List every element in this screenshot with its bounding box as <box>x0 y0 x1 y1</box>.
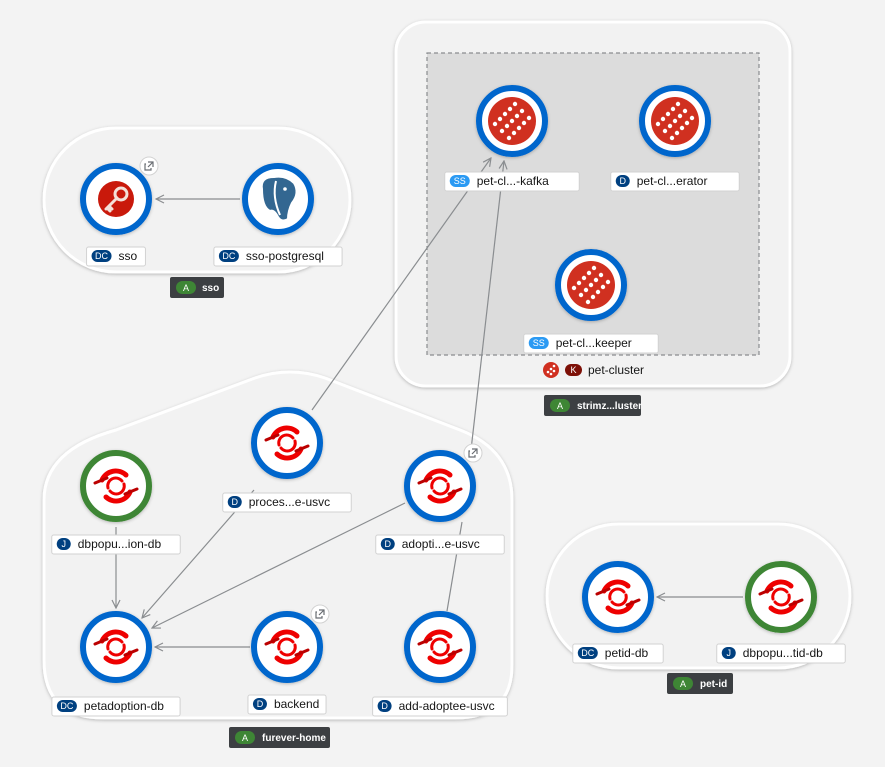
node-zookeeper[interactable]: SS pet-cl...keeper <box>523 249 659 354</box>
open-url-icon[interactable] <box>310 604 330 624</box>
node-kind-badge: J <box>727 648 732 658</box>
app-name: strimz...luster <box>577 401 642 412</box>
app-name: furever-home <box>262 733 326 744</box>
kafka-icon <box>567 261 615 309</box>
openshift-icon <box>93 629 139 665</box>
open-url-icon[interactable] <box>139 156 159 176</box>
node-kind-badge: D <box>385 539 392 549</box>
edge-adopt-to-kafka[interactable] <box>470 161 504 451</box>
node-name: pet-cl...erator <box>637 174 708 188</box>
openshift-icon <box>93 468 139 504</box>
app-badge: A <box>183 283 189 293</box>
postgresql-elephant-icon <box>260 175 298 222</box>
node-petadoption-db[interactable]: DC petadoption-db <box>51 611 181 717</box>
node-label[interactable]: DC sso <box>86 246 146 267</box>
openshift-icon <box>595 579 641 615</box>
app-name: sso <box>202 283 219 294</box>
node-label[interactable]: DC sso-postgresql <box>213 246 343 267</box>
openshift-icon <box>264 629 310 665</box>
kafka-badge: K <box>570 365 576 375</box>
openshift-icon <box>417 468 463 504</box>
group-strimzi-cluster[interactable] <box>394 20 792 388</box>
app-label-pet-id[interactable]: A pet-id <box>667 673 733 694</box>
openshift-icon <box>264 425 310 461</box>
node-petid-db[interactable]: DC petid-db <box>572 561 664 664</box>
node-name: petadoption-db <box>84 699 164 713</box>
node-kind-badge: J <box>62 539 67 549</box>
node-label[interactable]: SS pet-cl...-kafka <box>444 171 580 192</box>
node-name: dbpopu...tid-db <box>743 646 823 660</box>
edge-adopt-to-petadoption[interactable] <box>152 502 406 628</box>
node-name: proces...e-usvc <box>249 495 330 509</box>
node-name: adopti...e-usvc <box>402 537 480 551</box>
openshift-icon <box>758 579 804 615</box>
node-kind-badge: SS <box>454 176 466 186</box>
kafka-small-icon <box>543 362 559 378</box>
node-kind-badge: DC <box>60 701 73 711</box>
app-label-sso[interactable]: A sso <box>170 277 224 298</box>
node-kafka[interactable]: SS pet-cl...-kafka <box>444 85 580 192</box>
open-url-icon[interactable] <box>463 443 483 463</box>
app-badge: A <box>680 679 686 689</box>
node-name: dbpopu...ion-db <box>78 537 162 551</box>
node-sso[interactable]: DC sso <box>80 156 159 267</box>
node-kind-badge: D <box>620 176 627 186</box>
node-label[interactable]: DC petadoption-db <box>51 696 181 717</box>
kafka-cluster-label[interactable]: K pet-cluster <box>543 362 644 378</box>
node-label[interactable]: DC petid-db <box>572 643 664 664</box>
kafka-cluster-name: pet-cluster <box>588 363 644 377</box>
node-name: pet-cl...-kafka <box>477 174 549 188</box>
edges <box>116 158 743 647</box>
kafka-icon <box>488 97 536 145</box>
node-kind-badge: DC <box>222 251 235 261</box>
node-name: sso-postgresql <box>246 249 324 263</box>
app-label-strimzi[interactable]: A strimz...luster <box>544 395 642 416</box>
node-name: pet-cl...keeper <box>556 336 632 350</box>
node-name: add-adoptee-usvc <box>399 699 495 713</box>
node-name: petid-db <box>605 646 649 660</box>
edge-process-to-kafka[interactable] <box>311 158 491 411</box>
app-badge: A <box>242 733 248 743</box>
node-kind-badge: DC <box>581 648 594 658</box>
node-name: backend <box>274 697 319 711</box>
node-sso-postgresql[interactable]: DC sso-postgresql <box>213 163 343 267</box>
node-kind-badge: D <box>381 701 388 711</box>
kafka-icon <box>651 97 699 145</box>
key-icon <box>98 181 134 217</box>
openshift-icon <box>417 629 463 665</box>
node-kind-badge: DC <box>95 251 108 261</box>
node-kind-badge: D <box>257 699 264 709</box>
node-name: sso <box>119 249 138 263</box>
node-label[interactable]: SS pet-cl...keeper <box>523 333 659 354</box>
node-kind-badge: SS <box>533 338 545 348</box>
app-name: pet-id <box>700 679 727 690</box>
app-badge: A <box>557 401 563 411</box>
app-label-furever-home[interactable]: A furever-home <box>229 727 330 748</box>
node-kind-badge: D <box>232 497 239 507</box>
